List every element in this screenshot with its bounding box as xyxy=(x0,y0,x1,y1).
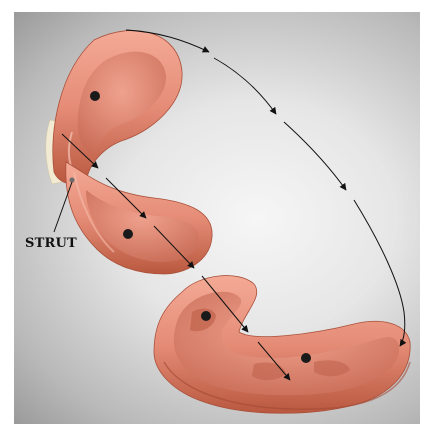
marker-dot xyxy=(301,353,311,363)
marker-dot xyxy=(201,311,211,321)
lower-tray-segment xyxy=(154,276,410,414)
figure-frame: STRUT xyxy=(14,12,420,424)
upper-tray-segment xyxy=(46,30,182,184)
tray-illustration xyxy=(14,12,420,424)
middle-tray-segment xyxy=(66,162,212,274)
marker-dot xyxy=(90,91,100,101)
strut-label: STRUT xyxy=(25,237,77,250)
marker-dot xyxy=(123,229,133,239)
strut-leader-line xyxy=(54,182,72,232)
strut-point xyxy=(70,178,75,183)
